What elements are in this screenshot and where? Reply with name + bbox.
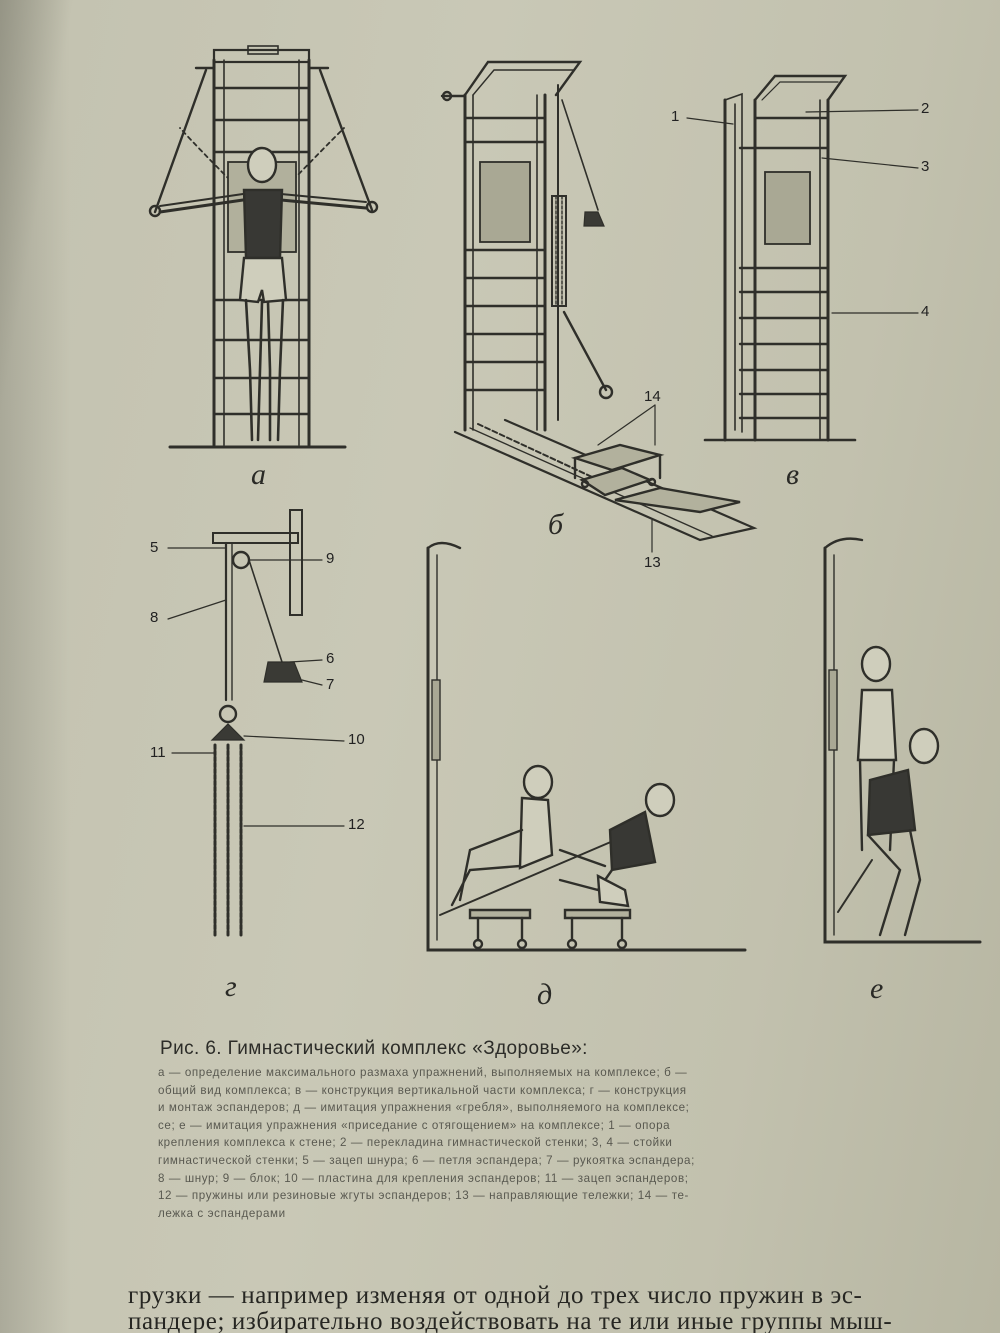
page-gutter-shadow bbox=[0, 0, 70, 1333]
callout-13: 13 bbox=[644, 554, 661, 571]
panel-letter-a: а bbox=[251, 458, 266, 491]
panel-g-drawing bbox=[167, 509, 345, 937]
callout-3: 3 bbox=[921, 158, 930, 175]
panel-b-drawing bbox=[440, 60, 758, 553]
callout-14: 14 bbox=[644, 388, 661, 405]
caption-line: общий вид комплекса; в — конструкция вер… bbox=[158, 1083, 687, 1097]
figure-caption-body: а — определение максимального размаха уп… bbox=[158, 1064, 1000, 1254]
figure-caption-title: Рис. 6. Гимнастический комплекс «Здоровь… bbox=[160, 1038, 588, 1059]
panel-letter-d: д bbox=[537, 978, 553, 1011]
caption-line: 8 — шнур; 9 — блок; 10 — пластина для кр… bbox=[158, 1171, 689, 1185]
panel-letter-e: е bbox=[870, 972, 884, 1005]
panel-v-drawing bbox=[686, 74, 919, 442]
panel-letter-g: г bbox=[225, 970, 237, 1003]
panel-a-drawing bbox=[148, 45, 379, 449]
callout-6: 6 bbox=[326, 650, 335, 667]
caption-line: а — определение максимального размаха уп… bbox=[158, 1066, 688, 1079]
caption-line: гимнастической стенки; 5 — зацеп шнура; … bbox=[158, 1153, 695, 1167]
callout-8: 8 bbox=[150, 609, 159, 626]
callout-1: 1 bbox=[671, 108, 680, 125]
callout-12: 12 bbox=[348, 816, 365, 833]
body-line: пандере; избирательно воздействовать на … bbox=[128, 1309, 893, 1333]
panel-letter-v: в bbox=[786, 458, 800, 491]
callout-11: 11 bbox=[150, 744, 166, 761]
callout-9: 9 bbox=[326, 550, 335, 567]
callout-5: 5 bbox=[150, 539, 159, 556]
callout-10: 10 bbox=[348, 731, 365, 748]
panel-d-drawing bbox=[426, 541, 747, 952]
caption-line: лежка с эспандерами bbox=[158, 1206, 286, 1220]
caption-line: се; е — имитация упражнения «приседание … bbox=[158, 1118, 671, 1132]
body-paragraph: грузки — например изменяя от одной до тр… bbox=[128, 1283, 1000, 1333]
callout-7: 7 bbox=[326, 676, 335, 693]
body-line: грузки — например изменяя от одной до тр… bbox=[128, 1283, 863, 1309]
caption-line: и монтаж эспандеров; д — имитация упражн… bbox=[158, 1101, 690, 1115]
callout-4: 4 bbox=[921, 303, 930, 320]
panel-e-drawing bbox=[823, 537, 982, 944]
panel-letter-b: б bbox=[548, 508, 564, 541]
figure-illustration bbox=[148, 45, 982, 952]
caption-line: крепления комплекса к стене; 2 — перекла… bbox=[158, 1136, 673, 1150]
callout-2: 2 bbox=[921, 100, 930, 117]
caption-line: 12 — пружины или резиновые жгуты эспанде… bbox=[158, 1189, 689, 1203]
